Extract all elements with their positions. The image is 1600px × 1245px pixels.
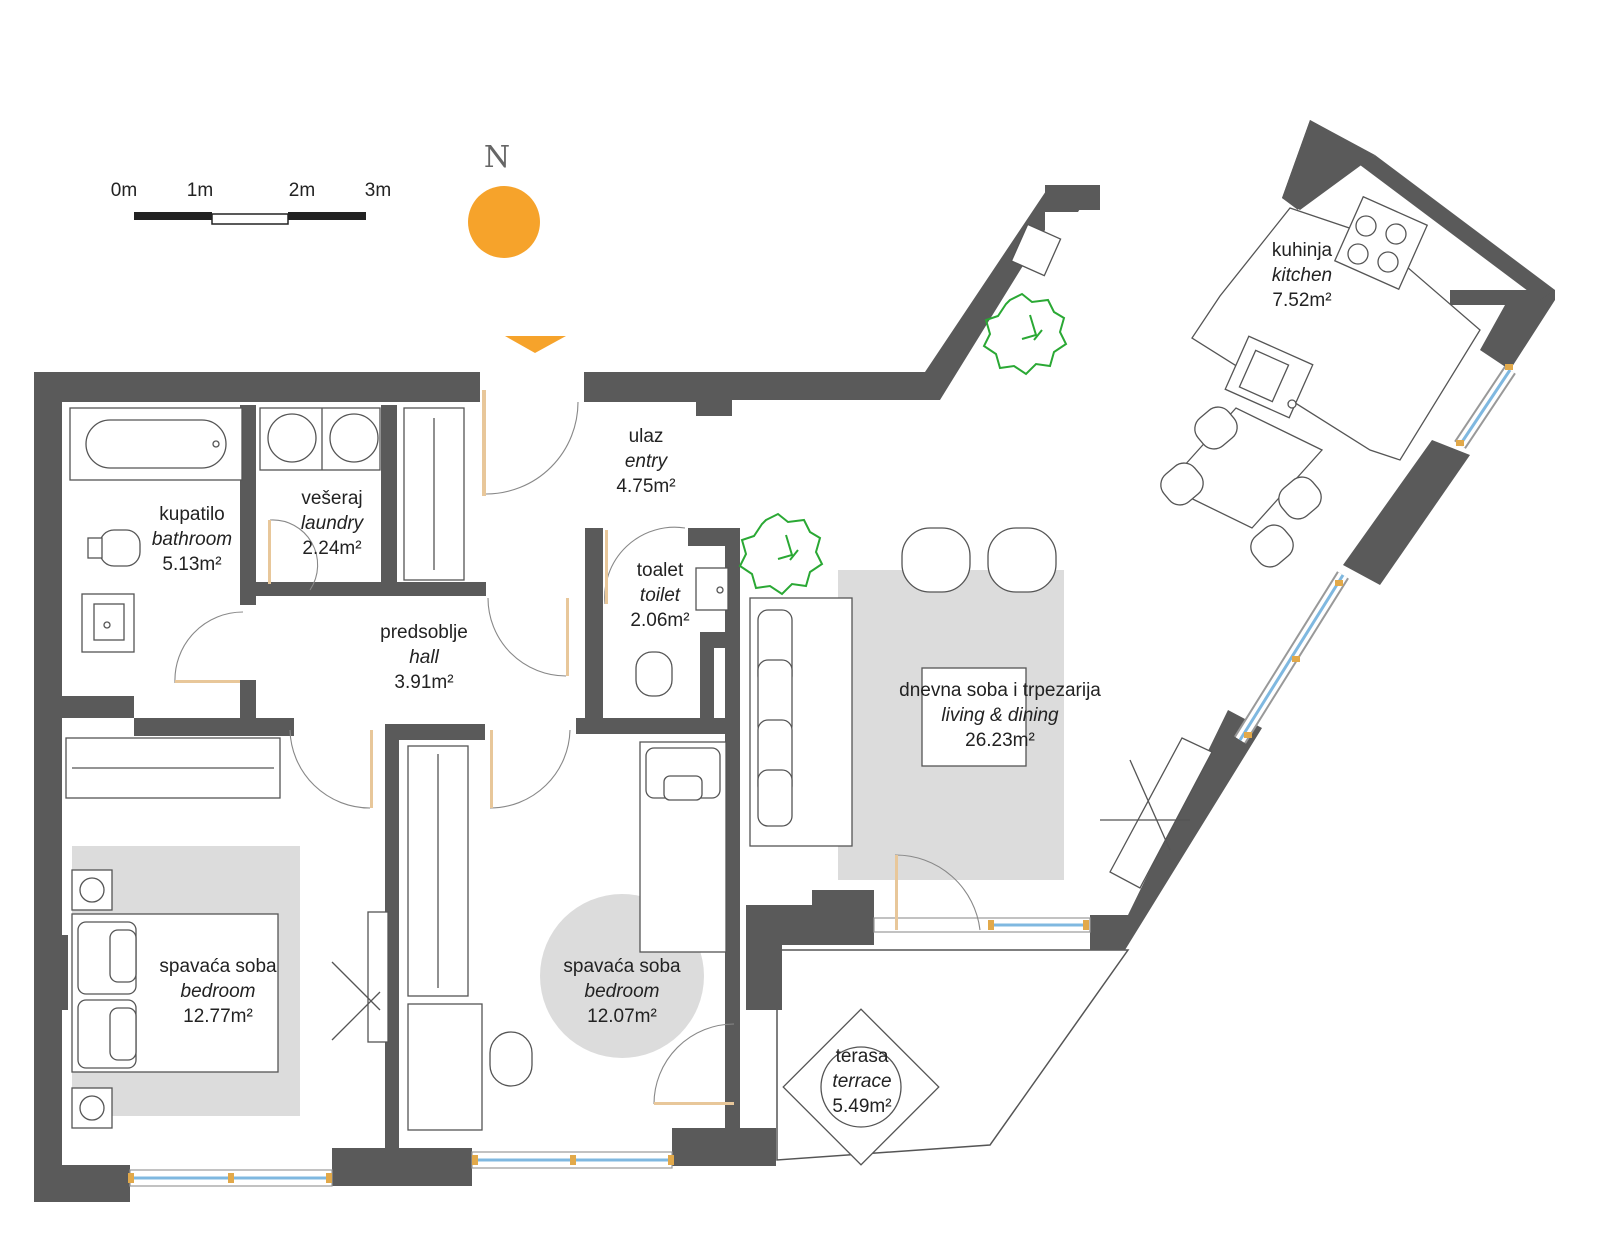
room-label-toalet: toalet toilet 2.06m²: [630, 560, 690, 631]
room-label-ulaz: ulaz entry 4.75m²: [616, 426, 676, 497]
terrace-outline: [776, 949, 1130, 1161]
sun-icon: [468, 186, 540, 258]
scale-tick-1: 1m: [186, 180, 214, 201]
plants: [738, 292, 1068, 596]
entry-marker-icon: [505, 336, 566, 353]
scale-tick-3: 3m: [364, 180, 392, 201]
room-label-kupatilo: kupatilo bathroom 5.13m²: [151, 504, 233, 575]
walls: [34, 120, 1555, 1202]
furniture: [65, 195, 1481, 1166]
doors: [174, 390, 981, 1105]
north-label: N: [483, 140, 511, 175]
room-label-kuhinja: kuhinja kitchen 7.52m²: [1271, 240, 1333, 311]
room-label-spavaca-1: spavaća soba bedroom 12.77m²: [159, 956, 277, 1027]
scale-bar: [134, 212, 366, 225]
room-label-dnevna: dnevna soba i trpezarija living & dining…: [899, 680, 1101, 751]
scale-tick-0: 0m: [110, 180, 138, 201]
room-label-predsoblje: predsoblje hall 3.91m²: [380, 622, 468, 693]
scale-tick-2: 2m: [288, 180, 316, 201]
windows: [128, 364, 1516, 1187]
room-label-spavaca-2: spavaća soba bedroom 12.07m²: [563, 956, 681, 1027]
room-label-terasa: terasa terrace 5.49m²: [832, 1046, 892, 1117]
room-label-veseraj: vešeraj laundry 2.24m²: [300, 488, 364, 559]
